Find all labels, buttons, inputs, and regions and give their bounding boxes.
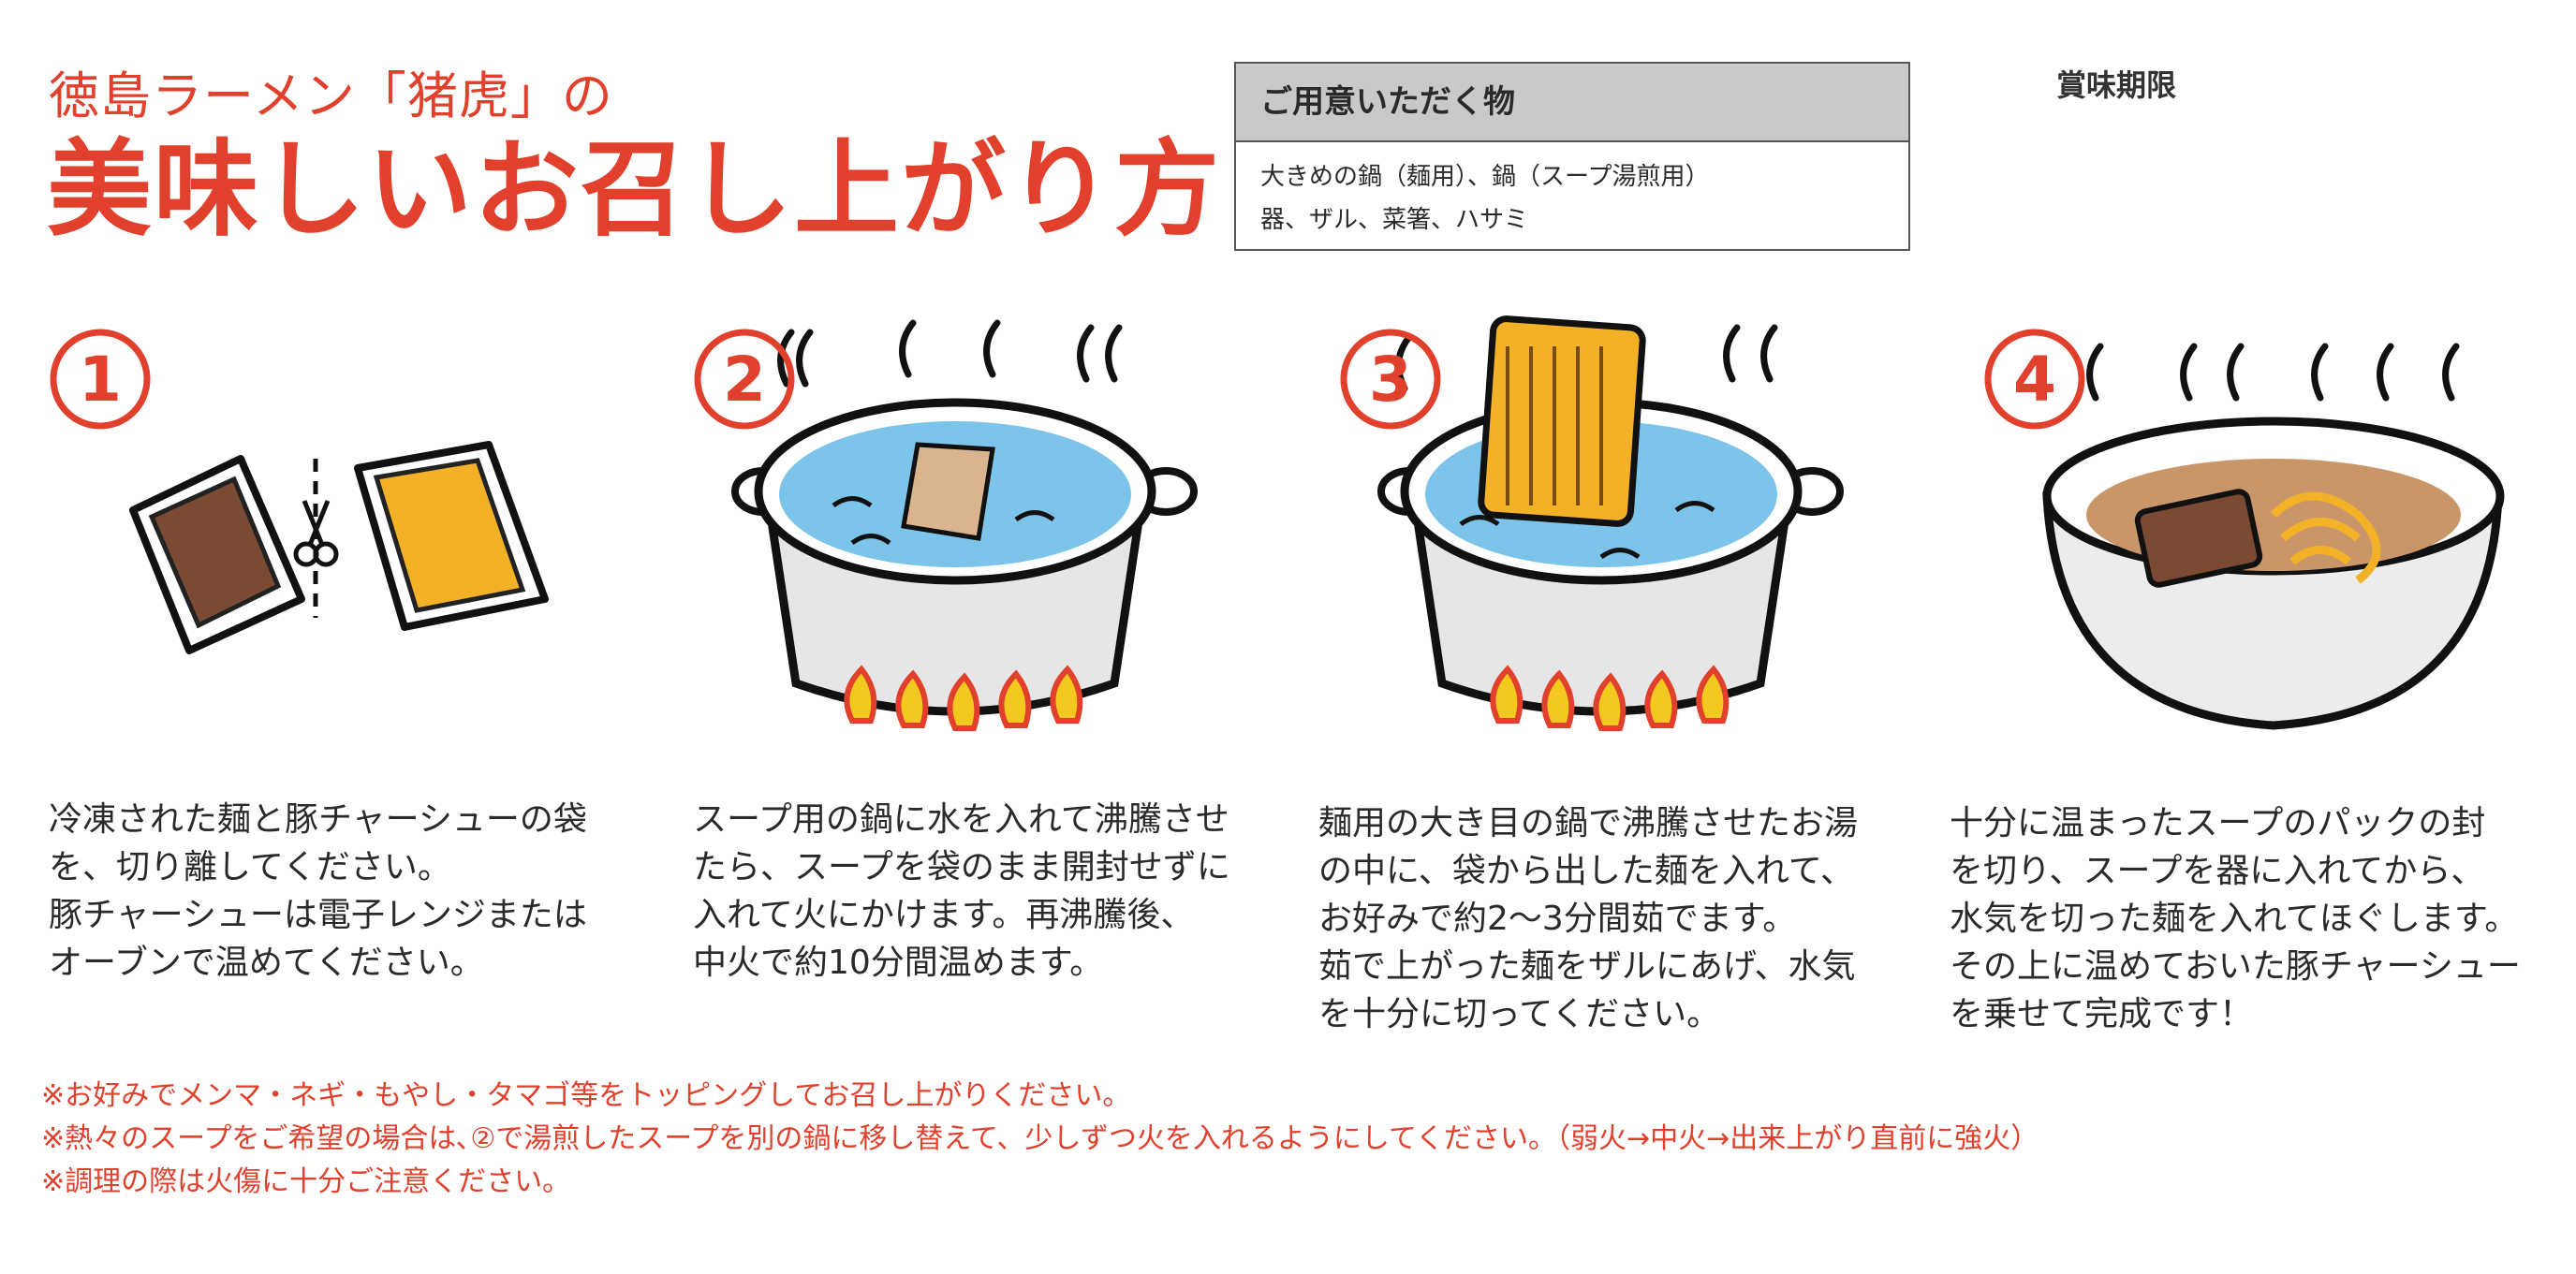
step-number: 4 xyxy=(2013,344,2056,416)
noodle-bag-icon xyxy=(354,441,549,631)
step-number: 3 xyxy=(1369,344,1412,416)
flame-icon xyxy=(1490,665,1730,731)
preparation-heading: ご用意いただく物 xyxy=(1236,64,1908,142)
steam-icon xyxy=(777,319,1123,388)
step-2: 2 xyxy=(693,309,1292,777)
step-number: 2 xyxy=(723,344,766,416)
flame-icon xyxy=(844,665,1083,731)
noodle-pot-illustration xyxy=(1377,315,1844,731)
expiry-label: 賞味期限 xyxy=(2056,67,2177,103)
step-number: 1 xyxy=(79,344,122,416)
chashu-icon xyxy=(2134,489,2263,588)
step-4: 4 xyxy=(1983,309,2576,777)
step-1: 1 xyxy=(49,309,648,777)
preparation-items: 大きめの鍋（麺用）、鍋（スープ湯煎用） 器、ザル、菜箸、ハサミ xyxy=(1236,142,1908,255)
cut-bags-illustration xyxy=(129,441,549,654)
ramen-bowl-illustration xyxy=(2042,343,2505,730)
preparation-box: ご用意いただく物 大きめの鍋（麺用）、鍋（スープ湯煎用） 器、ザル、菜箸、ハサミ xyxy=(1234,62,1910,251)
note-line: ※お好みでメンマ・ネギ・もやし・タマゴ等をトッピングしてお召し上がりください。 xyxy=(41,1079,1131,1112)
page-title: 美味しいお召し上がり方 xyxy=(47,129,1221,251)
soup-pack-icon xyxy=(901,442,995,541)
preparation-item-line: 器、ザル、菜箸、ハサミ xyxy=(1260,206,1529,234)
noodle-block-icon xyxy=(1478,315,1646,527)
step-1-description: 冷凍された麺と豚チャーシューの袋 を、切り離してください。 豚チャーシューは電子… xyxy=(49,800,587,982)
step-3-number-icon: 3 xyxy=(1340,329,1441,430)
noodles-icon xyxy=(2270,491,2381,584)
notes-section: ※お好みでメンマ・ネギ・もやし・タマゴ等をトッピングしてお召し上がりください。 … xyxy=(41,1075,2039,1204)
preparation-item-line: 大きめの鍋（麺用）、鍋（スープ湯煎用） xyxy=(1260,163,1710,191)
step-2-number-icon: 2 xyxy=(694,329,795,430)
step-3-description: 麺用の大き目の鍋で沸騰させたお湯 の中に、袋から出した麺を入れて、 お好みで約2… xyxy=(1318,804,1859,1033)
note-line: ※調理の際は火傷に十分ご注意ください。 xyxy=(41,1165,571,1198)
note-line: ※熱々のスープをご希望の場合は､②で湯煎したスープを別の鍋に移し替えて、少しずつ… xyxy=(41,1122,2039,1155)
step-4-number-icon: 4 xyxy=(1984,329,2085,430)
step-3: 3 xyxy=(1339,309,1938,777)
soup-pot-illustration xyxy=(731,319,1198,731)
steam-icon xyxy=(1395,324,1778,392)
scissors-icon xyxy=(293,459,339,618)
step-2-description: スープ用の鍋に水を入れて沸騰させ たら、スープを袋のまま開封せずに 入れて火にか… xyxy=(693,800,1230,982)
page-subtitle: 徳島ラーメン「猪虎」の xyxy=(49,66,613,125)
chashu-bag-icon xyxy=(129,455,305,654)
step-1-number-icon: 1 xyxy=(50,329,151,430)
step-4-description: 十分に温まったスープのパックの封 を切り、スープを器に入れてから、 水気を切った… xyxy=(1950,804,2521,1033)
steam-icon xyxy=(2086,343,2460,402)
